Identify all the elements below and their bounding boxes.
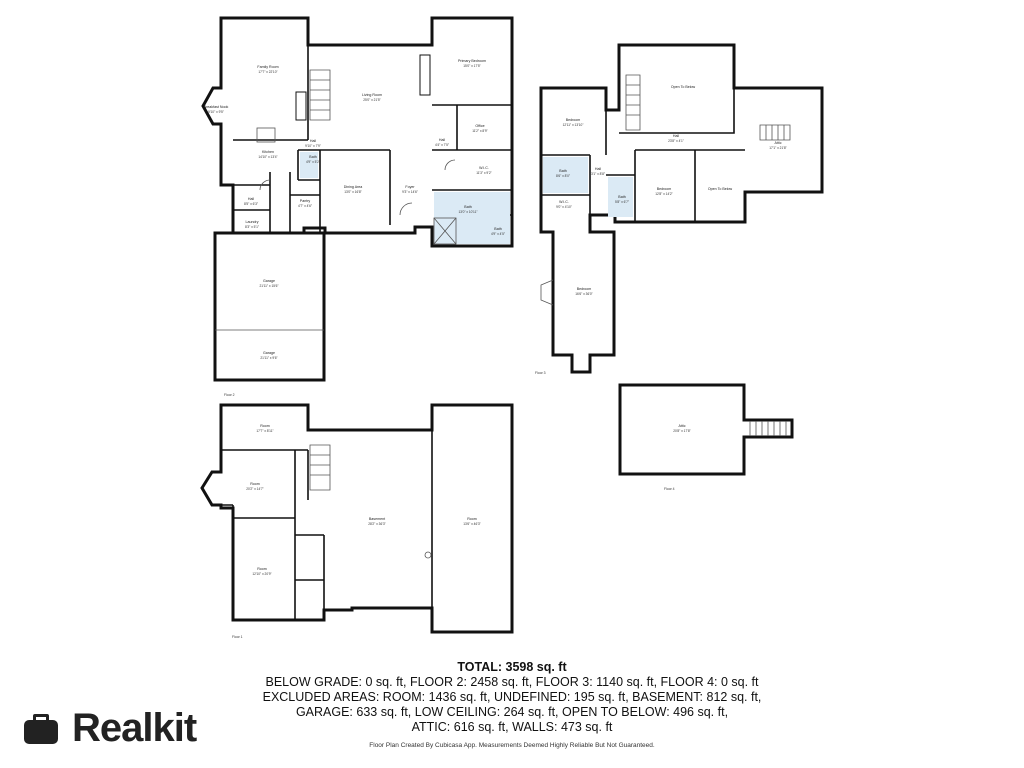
svg-text:12'10" x 20'9": 12'10" x 20'9" [252, 572, 271, 576]
svg-text:4'7" x 4'6": 4'7" x 4'6" [298, 204, 312, 208]
svg-text:Room: Room [260, 424, 270, 428]
svg-text:Hall: Hall [595, 167, 601, 171]
svg-text:9'10" x 9'5": 9'10" x 9'5" [208, 110, 224, 114]
area-summary: TOTAL: 3598 sq. ft BELOW GRADE: 0 sq. ft… [150, 660, 874, 735]
svg-text:20'2" x 14'7": 20'2" x 14'7" [246, 487, 263, 491]
svg-text:14'10" x 13'4": 14'10" x 13'4" [258, 155, 277, 159]
svg-text:Room: Room [250, 482, 260, 486]
svg-text:Breakfast Nook: Breakfast Nook [204, 105, 229, 109]
svg-text:Bedroom: Bedroom [566, 118, 581, 122]
svg-text:3'1" x 8'8": 3'1" x 8'8" [591, 172, 605, 176]
svg-text:9'0" x 4'10": 9'0" x 4'10" [556, 205, 572, 209]
svg-text:21'11" x 9'6": 21'11" x 9'6" [260, 356, 277, 360]
disclaimer: Floor Plan Created By Cubicasa App. Meas… [369, 742, 655, 749]
svg-text:8'3" x 5'1": 8'3" x 5'1" [245, 225, 259, 229]
summary-line: GARAGE: 633 sq. ft, LOW CEILING: 264 sq.… [295, 705, 729, 719]
svg-text:4'9" x 4'5": 4'9" x 4'5" [491, 232, 505, 236]
svg-text:W.I.C.: W.I.C. [479, 166, 489, 170]
total-area: TOTAL: 3598 sq. ft [457, 660, 567, 674]
svg-text:8'6" x 8'0": 8'6" x 8'0" [556, 174, 570, 178]
brand-name: Realkit [72, 705, 197, 750]
svg-text:23'8" x 4'1": 23'8" x 4'1" [668, 139, 684, 143]
summary-line: BELOW GRADE: 0 sq. ft, FLOOR 2: 2458 sq.… [265, 675, 759, 689]
floor-4-label: Floor 4 [664, 487, 675, 491]
briefcase-icon [24, 714, 58, 744]
svg-text:Laundry: Laundry [246, 220, 259, 224]
svg-text:13'0" x 10'11": 13'0" x 10'11" [458, 210, 477, 214]
svg-text:4'9" x 5'2": 4'9" x 5'2" [306, 160, 320, 164]
svg-text:Garage: Garage [263, 351, 275, 355]
svg-text:Hall: Hall [310, 139, 316, 143]
svg-text:W.I.C.: W.I.C. [559, 200, 569, 204]
svg-text:Room: Room [467, 517, 477, 521]
svg-text:Open To Below: Open To Below [671, 85, 696, 89]
svg-text:9'10" x 7'9": 9'10" x 7'9" [305, 144, 321, 148]
svg-text:17'1" x 21'8": 17'1" x 21'8" [769, 146, 786, 150]
svg-text:Family Room: Family Room [257, 65, 278, 69]
svg-text:Primary Bedroom: Primary Bedroom [458, 59, 486, 63]
summary-line: EXCLUDED AREAS: ROOM: 1436 sq. ft, UNDEF… [262, 690, 762, 704]
svg-text:28'2" x 36'3": 28'2" x 36'3" [368, 522, 385, 526]
svg-text:Attic: Attic [775, 141, 782, 145]
svg-text:Open To Below: Open To Below [708, 187, 733, 191]
svg-text:21'11" x 15'6": 21'11" x 15'6" [259, 284, 278, 288]
svg-text:5'8" x 6'7": 5'8" x 6'7" [615, 200, 629, 204]
svg-text:Dining Area: Dining Area [344, 185, 363, 189]
svg-text:13'0" x 16'8": 13'0" x 16'8" [344, 190, 361, 194]
svg-text:Basement: Basement [369, 517, 385, 521]
svg-text:Foyer: Foyer [405, 185, 415, 189]
svg-text:9'3" x 14'6": 9'3" x 14'6" [402, 190, 418, 194]
svg-text:Office: Office [475, 124, 484, 128]
svg-text:Garage: Garage [263, 279, 275, 283]
svg-text:Bath: Bath [559, 169, 566, 173]
svg-text:4'4" x 7'5": 4'4" x 7'5" [435, 143, 449, 147]
floor-1-label: Floor 1 [232, 635, 243, 639]
brand-logo: Realkit [22, 705, 197, 750]
svg-text:11'3" x 9'2": 11'3" x 9'2" [476, 171, 491, 175]
svg-text:Kitchen: Kitchen [262, 150, 274, 154]
svg-text:Hall: Hall [439, 138, 445, 142]
svg-text:12'8" x 14'2": 12'8" x 14'2" [655, 192, 672, 196]
floor-2-label: Floor 2 [224, 393, 235, 397]
svg-text:Room: Room [257, 567, 267, 571]
svg-text:12'11" x 13'10": 12'11" x 13'10" [563, 123, 584, 127]
svg-text:25'0" x 21'5": 25'0" x 21'5" [363, 98, 380, 102]
svg-text:11'2" x 8'9": 11'2" x 8'9" [472, 129, 487, 133]
svg-text:Hall: Hall [248, 197, 254, 201]
svg-text:20'8" x 17'8": 20'8" x 17'8" [673, 429, 690, 433]
svg-text:Hall: Hall [673, 134, 679, 138]
svg-text:Bath: Bath [309, 155, 316, 159]
floor-3-label: Floor 3 [535, 371, 546, 375]
svg-text:17'7" x 8'11": 17'7" x 8'11" [256, 429, 273, 433]
svg-text:Living Room: Living Room [362, 93, 382, 97]
svg-text:Bath: Bath [618, 195, 625, 199]
svg-text:15'0" x 17'5": 15'0" x 17'5" [463, 64, 480, 68]
svg-text:8'5" x 6'3": 8'5" x 6'3" [244, 202, 258, 206]
svg-text:16'6" x 36'0": 16'6" x 36'0" [575, 292, 592, 296]
svg-text:13'6" x 46'3": 13'6" x 46'3" [463, 522, 480, 526]
svg-text:17'7" x 22'10": 17'7" x 22'10" [258, 70, 277, 74]
summary-line: ATTIC: 616 sq. ft, WALLS: 473 sq. ft [411, 720, 613, 734]
svg-text:Bedroom: Bedroom [577, 287, 592, 291]
svg-text:Bedroom: Bedroom [657, 187, 672, 191]
svg-text:Bath: Bath [494, 227, 501, 231]
svg-text:Attic: Attic [679, 424, 686, 428]
svg-text:Pantry: Pantry [300, 199, 311, 203]
svg-text:Bath: Bath [464, 205, 471, 209]
